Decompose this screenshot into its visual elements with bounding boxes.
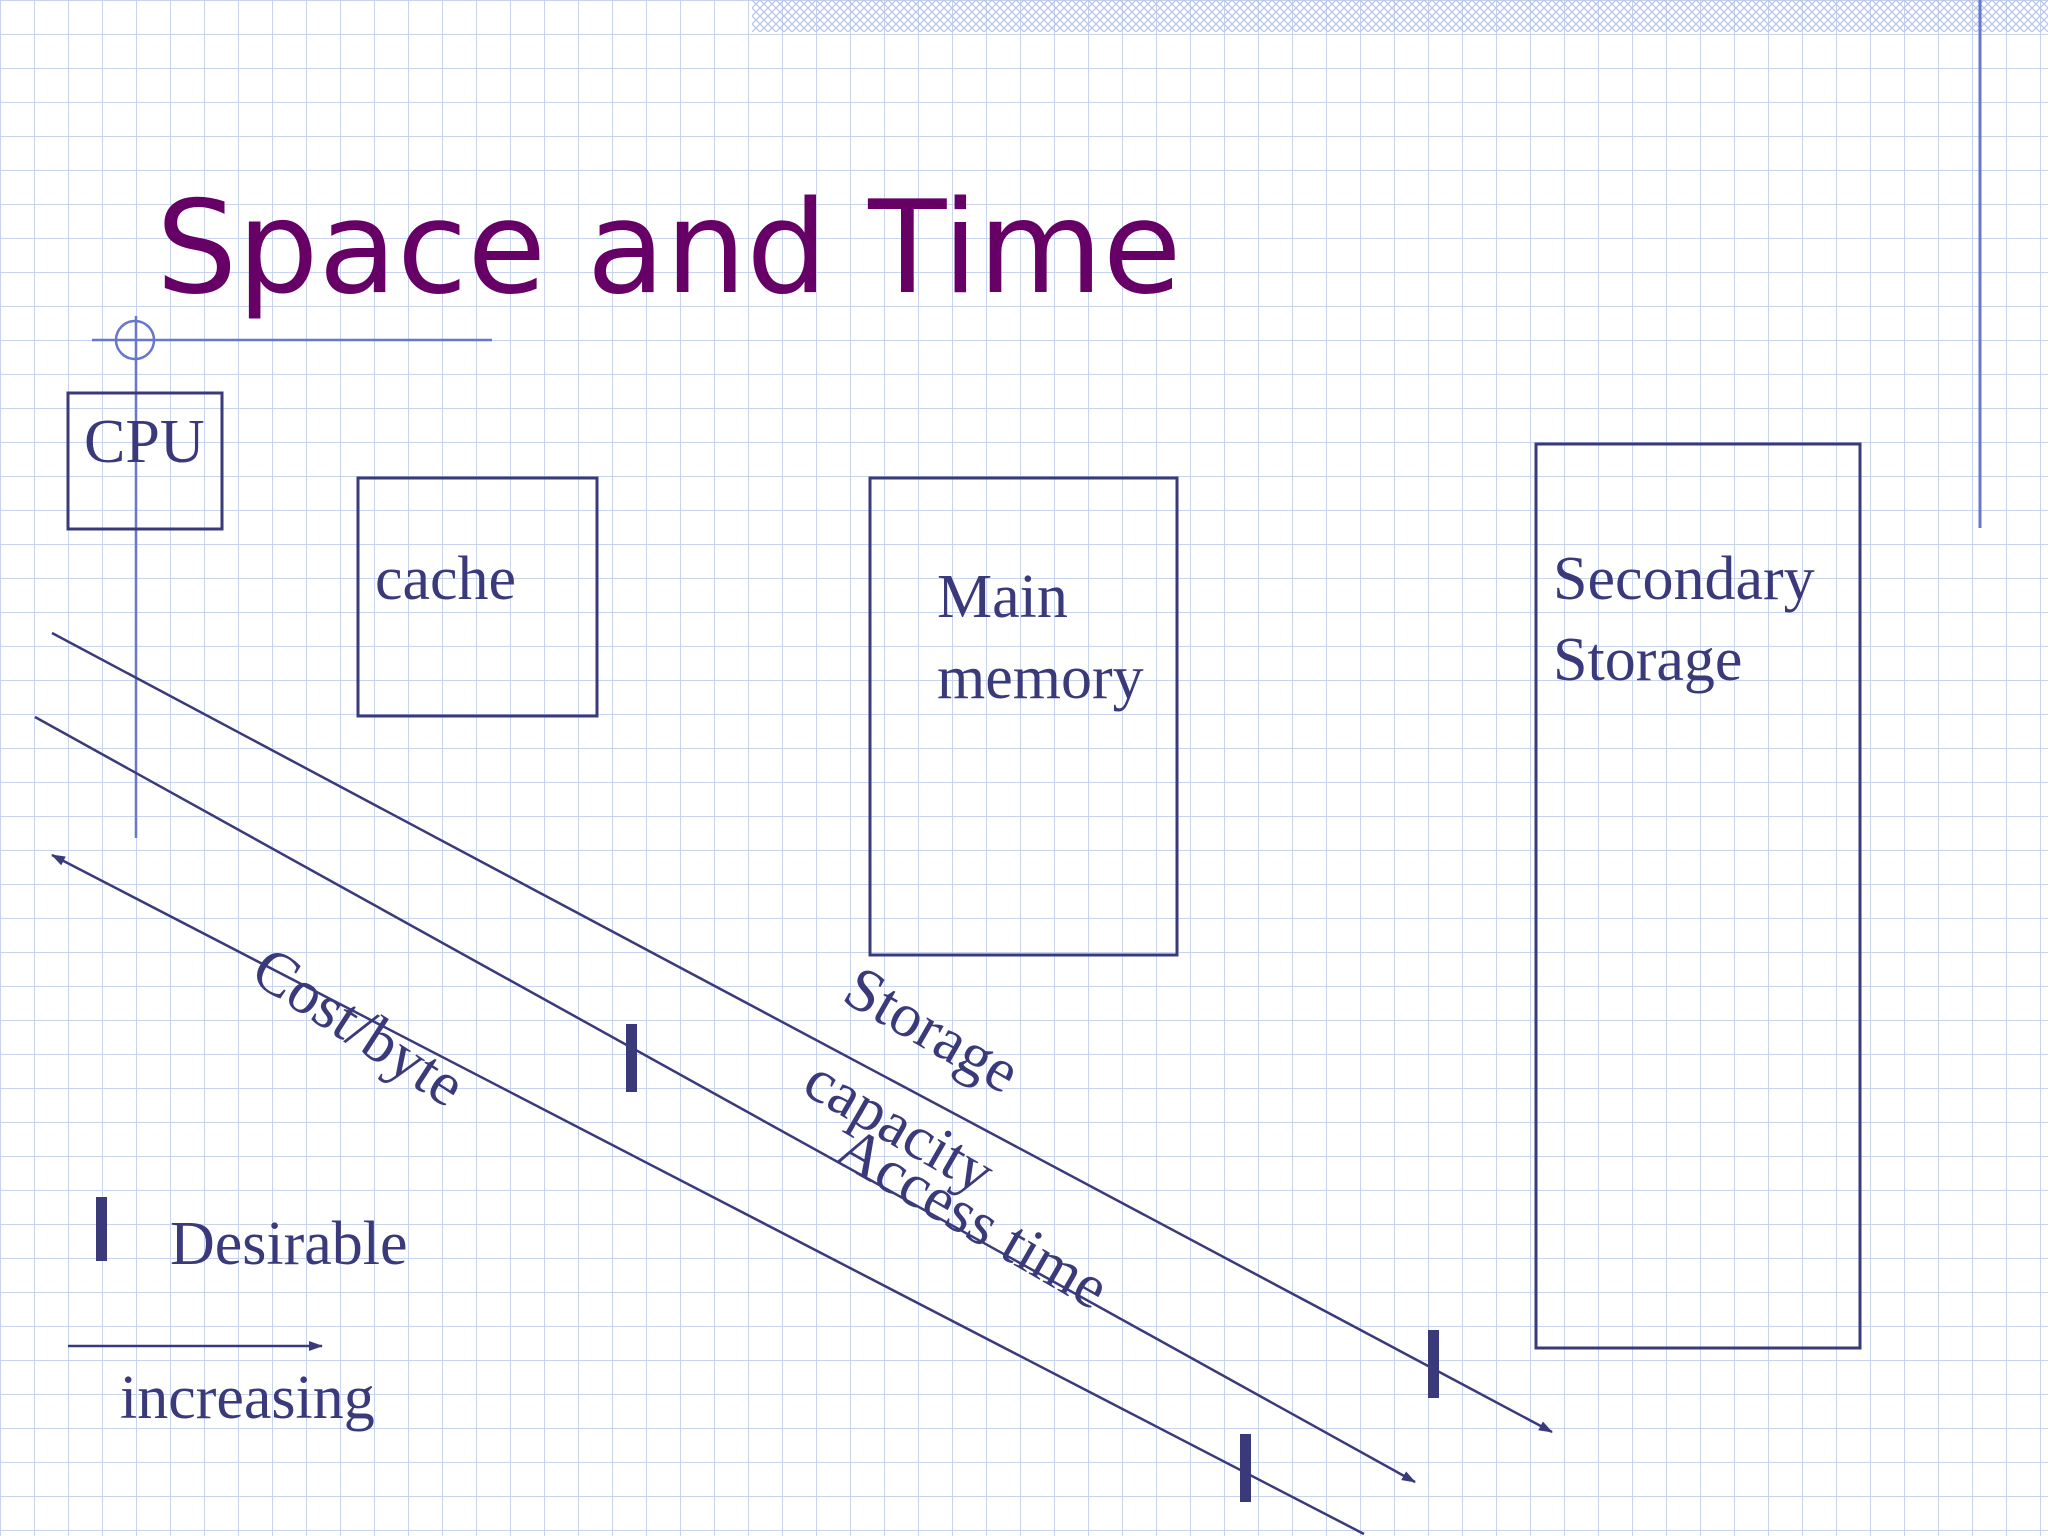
legend-increasing-label: increasing (120, 1364, 375, 1432)
title-decor (92, 316, 492, 838)
desirable-marker-cost (626, 1024, 637, 1092)
secondary-storage-label-line1: Secondary (1553, 545, 1815, 613)
secondary-storage-box: Secondary Storage (1534, 442, 1862, 1350)
cpu-box: CPU (66, 391, 224, 531)
cost-per-byte-axis (51, 853, 1365, 1536)
desirable-marker-capacity (1428, 1330, 1439, 1398)
legend-desirable-marker (96, 1197, 107, 1261)
desirable-marker-access-time (1240, 1434, 1251, 1502)
main-memory-box: Main memory (868, 476, 1179, 957)
legend: Desirable increasing (68, 1197, 408, 1432)
cache-label: cache (375, 545, 516, 613)
secondary-storage-label-line2: Storage (1553, 626, 1742, 694)
access-time-axis (34, 715, 1416, 1484)
cpu-label: CPU (84, 408, 205, 476)
top-decor-band (752, 0, 2048, 32)
storage-capacity-axis (51, 631, 1553, 1434)
main-memory-label-line1: Main (937, 563, 1068, 631)
main-memory-label-line2: memory (937, 644, 1144, 712)
cost-per-byte-label: Cost/byte (240, 934, 476, 1120)
cache-box: cache (356, 476, 599, 718)
legend-desirable-label: Desirable (170, 1210, 408, 1278)
page-title: Space and Time (156, 174, 1182, 323)
